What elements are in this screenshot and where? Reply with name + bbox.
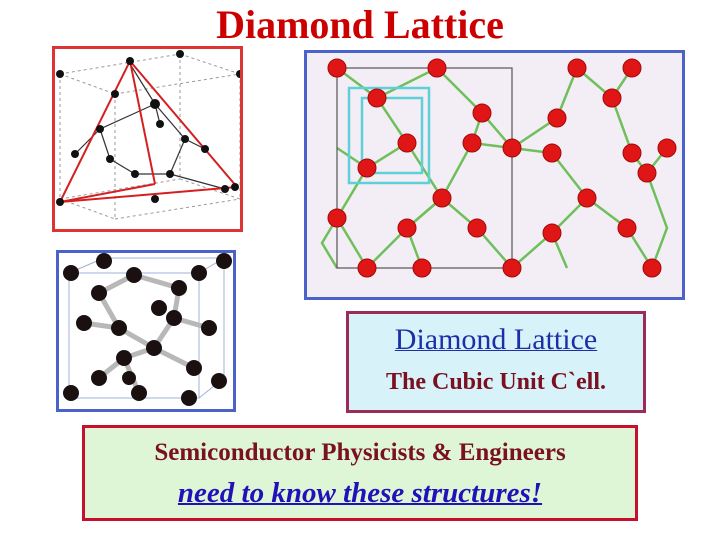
unit-cell-subtitle: The Cubic Unit C`ell. [385,369,606,395]
unit-cell-caption-box: Diamond Lattice The Cubic Unit C`ell. [346,311,646,413]
note-box: Semiconductor Physicists & Engineers nee… [82,425,638,521]
lattice-projection-diagram [320,58,677,278]
note-line-2: need to know these structures! [177,477,543,509]
diamond-cell-wireframe-figure [52,46,243,232]
note-line-1: Semiconductor Physicists & Engineers [154,439,566,466]
ball-and-stick-diagram [63,253,232,406]
lattice-projection-figure [304,50,685,300]
unit-cell-title: Diamond Lattice [394,323,598,356]
ball-and-stick-cell-figure [56,250,236,412]
slide-title: Diamond Lattice [216,2,504,47]
wireframe-diagram [56,50,240,220]
